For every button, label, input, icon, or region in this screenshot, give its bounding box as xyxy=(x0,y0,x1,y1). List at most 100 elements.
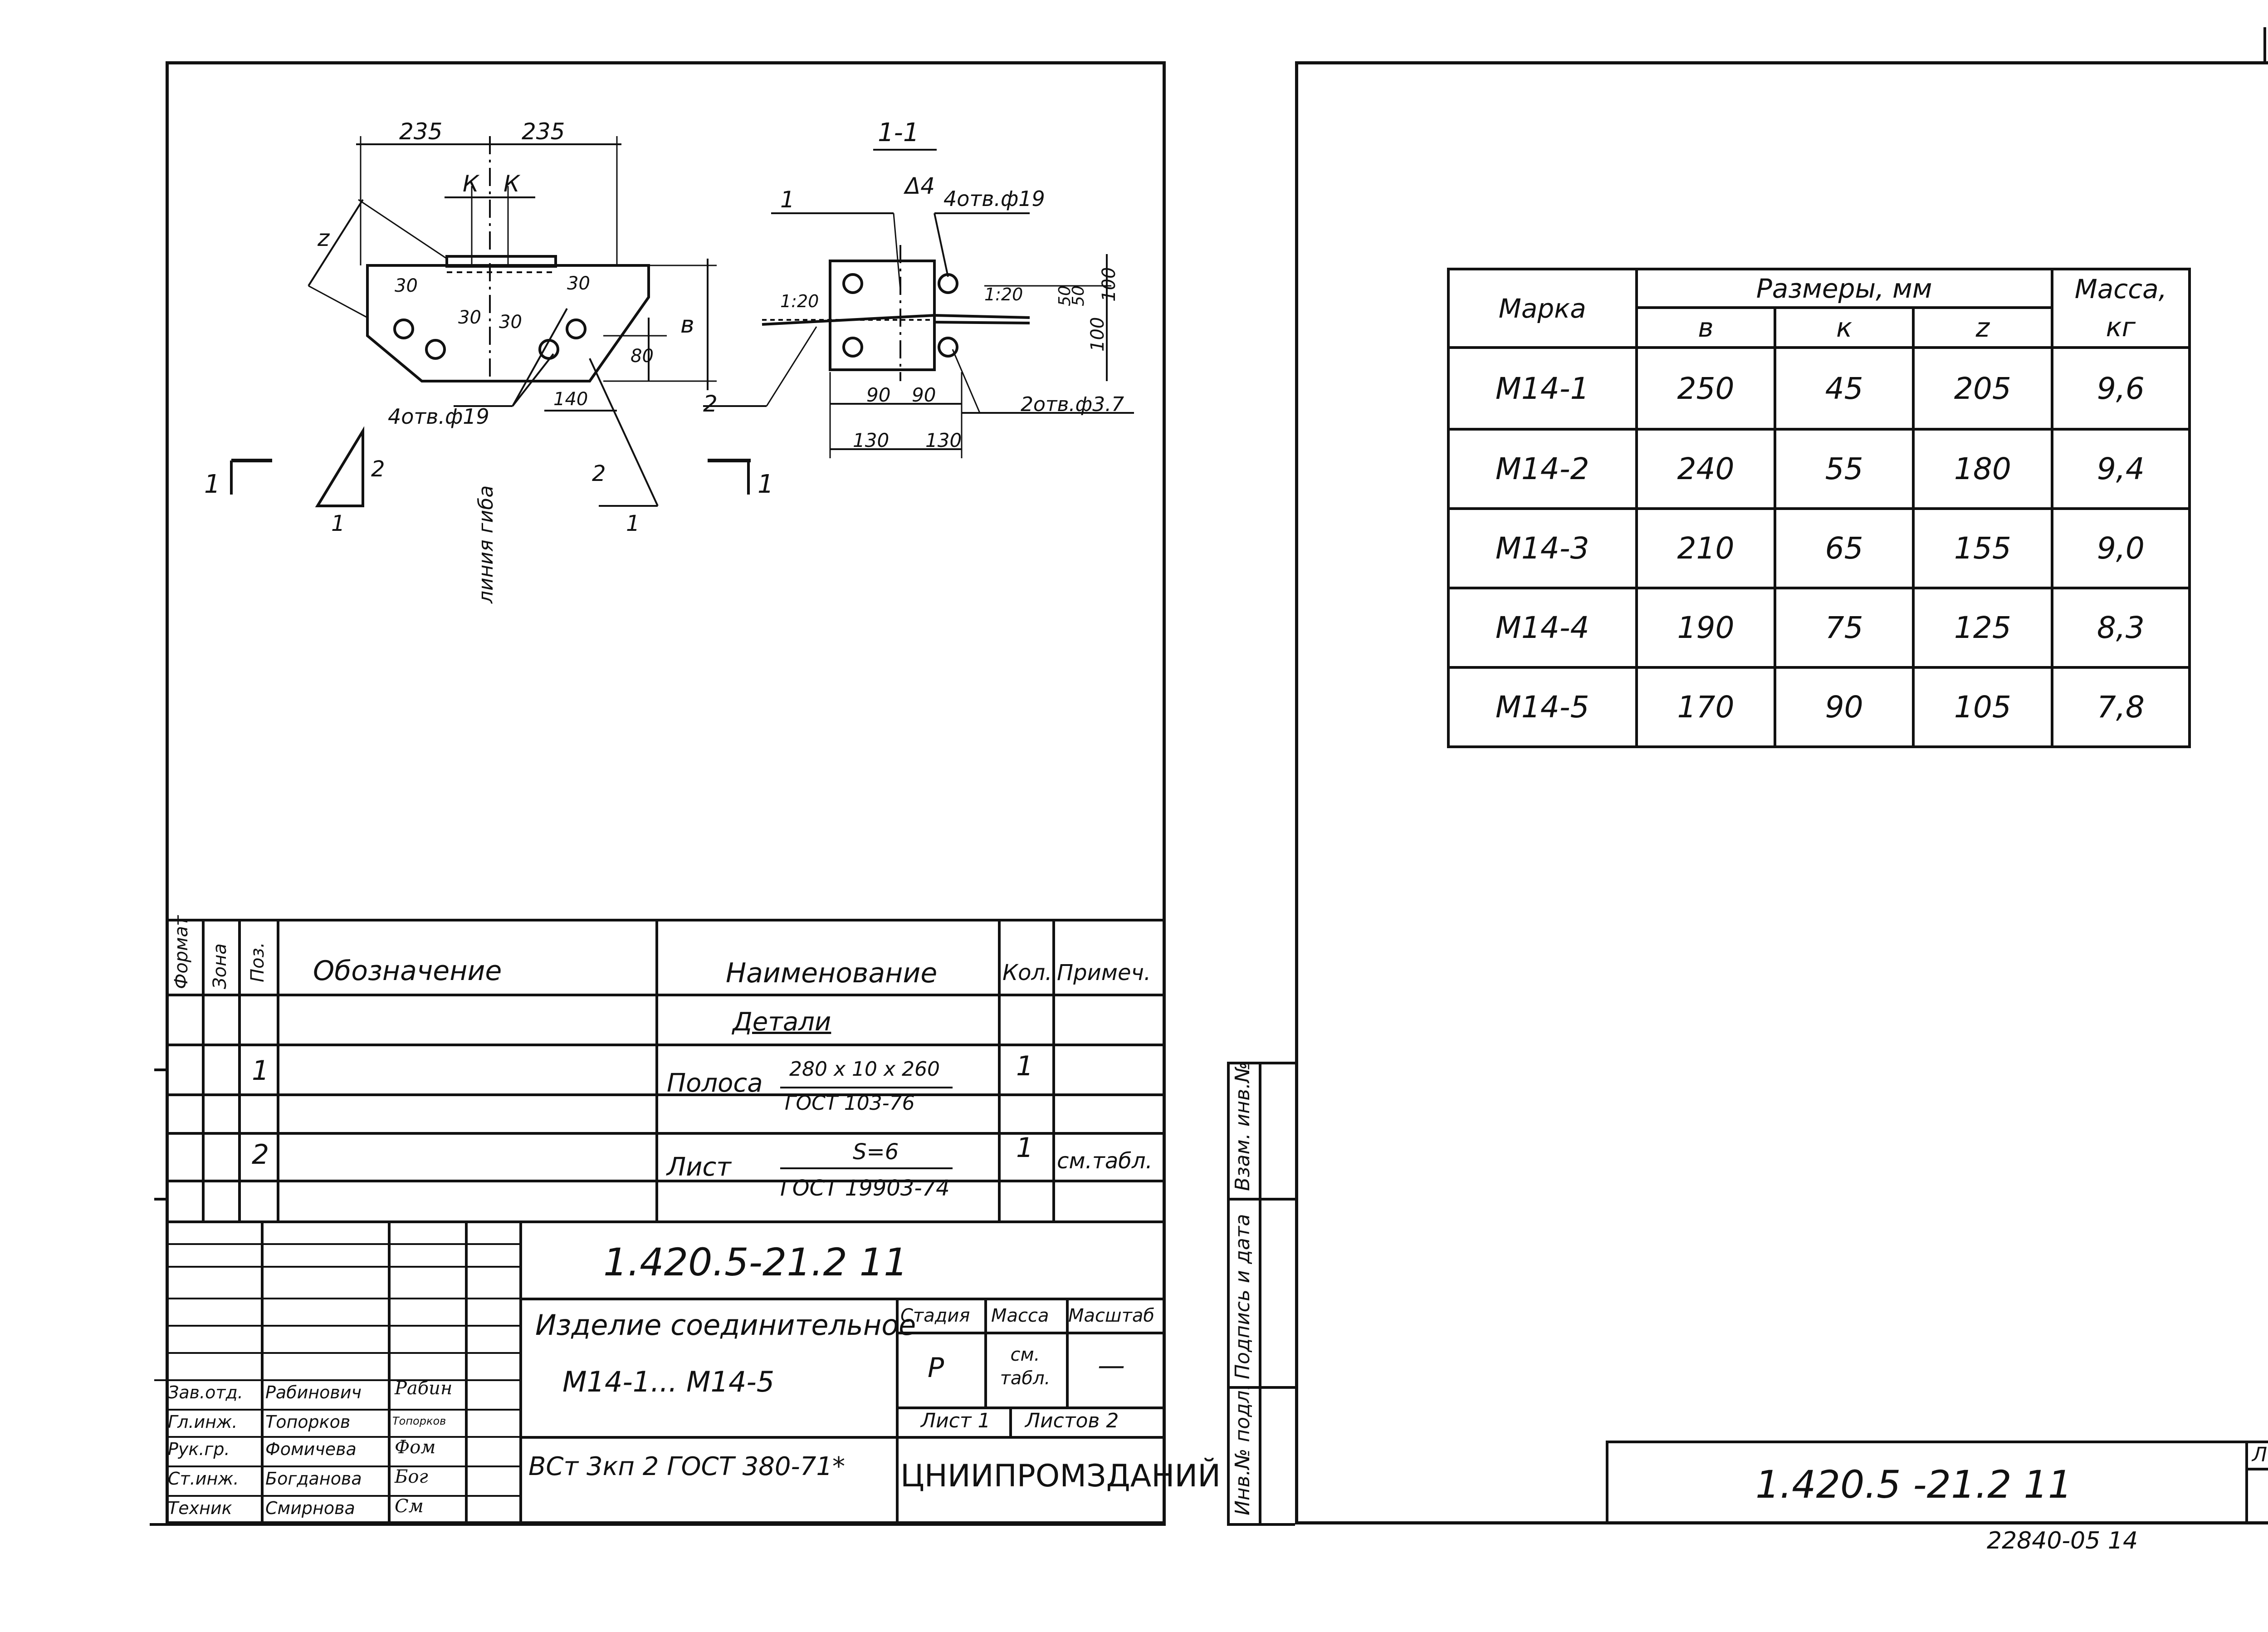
signer-3-sign: Фом xyxy=(395,1437,436,1458)
dim-235-left: 235 xyxy=(399,118,443,145)
dim-z: z xyxy=(318,225,330,251)
spec-row-2-note: см.табл. xyxy=(1057,1148,1153,1174)
holes-section-top: 4отв.ф19 xyxy=(943,186,1045,211)
sizes-table: Марка Размеры, мм Масса, в к z кг М14-1 … xyxy=(1447,268,2191,748)
cell-k: 75 xyxy=(1774,587,1915,669)
signer-5-sign: См xyxy=(395,1496,424,1517)
cell-b: 210 xyxy=(1635,507,1777,589)
dim-30b: 30 xyxy=(458,307,481,328)
cell-z: 105 xyxy=(1911,666,2053,748)
dim-k-left: К xyxy=(463,171,479,197)
cell-b: 240 xyxy=(1635,428,1777,510)
header-kg: кг xyxy=(2050,308,2191,349)
signer-2-name: Топорков xyxy=(265,1412,351,1432)
dim-30a: 30 xyxy=(395,275,418,296)
spec-row-1-bottom: ГОСТ 103-76 xyxy=(785,1092,915,1115)
pos-1-callout: 1 xyxy=(780,186,795,213)
holes-left-label: 4отв.ф19 xyxy=(388,404,489,429)
spec-row-2-top: S=6 xyxy=(853,1139,899,1165)
cell-mass: 9,6 xyxy=(2050,346,2191,431)
spec-group-label: Детали xyxy=(733,1007,831,1037)
dim-100b: 100 xyxy=(1087,317,1108,352)
dim-140: 140 xyxy=(553,389,588,410)
header-k: к xyxy=(1774,306,1915,349)
signer-2-sign: Топорков xyxy=(392,1415,446,1427)
title-organization: ЦНИИПРОМЗДАНИЙ xyxy=(900,1458,1221,1494)
bevel-a-2: 2 xyxy=(371,456,385,482)
section-mark-left: 1 xyxy=(204,470,220,499)
bevel-a-1: 1 xyxy=(331,511,345,536)
cell-z: 125 xyxy=(1911,587,2053,669)
signer-4-name: Богданова xyxy=(265,1469,362,1489)
spec-row-2-pos: 2 xyxy=(252,1139,269,1171)
holes-section-bottom: 2отв.ф3.7 xyxy=(1021,393,1124,416)
dim-130b: 130 xyxy=(925,429,962,451)
dim-30d: 30 xyxy=(567,273,590,294)
section-title: 1-1 xyxy=(878,118,919,147)
signer-5-role: Техник xyxy=(168,1498,232,1518)
cell-k: 90 xyxy=(1774,666,1915,748)
title-scale-value: — xyxy=(1098,1350,1125,1382)
slope-left: 1:20 xyxy=(780,291,819,311)
cell-marka: М14-2 xyxy=(1447,428,1638,510)
spec-header-format: Формат xyxy=(171,915,192,989)
archive-number: 22840-05 14 xyxy=(1987,1527,2138,1554)
cell-mass: 7,8 xyxy=(2050,666,2191,748)
cell-z: 205 xyxy=(1911,346,2053,431)
spec-header-zone: Зона xyxy=(210,943,230,989)
spec-header-pos: Поз. xyxy=(247,942,268,982)
side-label-sign: Подпись и дата xyxy=(1231,1214,1254,1379)
slope-right: 1:20 xyxy=(984,284,1023,304)
title-sheets: Листов 2 xyxy=(1025,1409,1119,1432)
cell-z: 180 xyxy=(1911,428,2053,510)
spec-row-2-bottom: ГОСТ 19903-74 xyxy=(780,1176,950,1201)
header-z: z xyxy=(1911,306,2053,349)
title-mass-value: см. табл. xyxy=(1000,1344,1051,1389)
header-marka: Марка xyxy=(1447,268,1638,349)
cell-mass: 9,0 xyxy=(2050,507,2191,589)
dim-30c: 30 xyxy=(499,312,522,333)
stamp-sheet-label: Лист xyxy=(2252,1443,2268,1466)
right-sheet-frame xyxy=(1295,61,2268,1524)
signer-3-role: Рук.гр. xyxy=(168,1439,230,1459)
spec-row-1-qty: 1 xyxy=(1016,1050,1034,1082)
spec-row-1-top: 280 х 10 х 260 xyxy=(789,1058,940,1081)
dim-k-right: К xyxy=(503,171,520,197)
cell-marka: М14-4 xyxy=(1447,587,1638,669)
side-label-inv: Инв.№ подл. xyxy=(1231,1384,1254,1515)
spec-row-2-name: Лист xyxy=(667,1152,731,1182)
spec-row-2-qty: 1 xyxy=(1016,1132,1034,1164)
header-b: в xyxy=(1635,306,1777,349)
spec-header-designation: Обозначение xyxy=(313,955,502,987)
dim-100a: 100 xyxy=(1099,267,1119,302)
title-range: М14-1... М14-5 xyxy=(562,1365,775,1398)
dim-90b: 90 xyxy=(912,384,936,406)
title-product: Изделие соединительное xyxy=(535,1309,916,1342)
section-mark-right: 1 xyxy=(758,470,774,499)
dim-90a: 90 xyxy=(866,384,891,406)
cell-marka: М14-1 xyxy=(1447,346,1638,431)
dim-b: в xyxy=(680,311,694,338)
cell-b: 250 xyxy=(1635,346,1777,431)
dim-130a: 130 xyxy=(853,429,890,451)
cell-b: 190 xyxy=(1635,587,1777,669)
strip-top xyxy=(445,255,557,268)
cell-b: 170 xyxy=(1635,666,1777,748)
bevel-b-2: 2 xyxy=(592,461,606,486)
side-label-replace: Взам. инв.№ xyxy=(1231,1062,1254,1191)
title-stage-value: Р xyxy=(928,1352,944,1384)
spec-row-1-pos: 1 xyxy=(252,1055,269,1087)
cell-marka: М14-3 xyxy=(1447,507,1638,589)
signer-4-sign: Бог xyxy=(395,1466,428,1487)
signer-4-role: Ст.инж. xyxy=(168,1469,239,1489)
title-doc-code: 1.420.5-21.2 11 xyxy=(603,1240,908,1284)
signer-3-name: Фомичева xyxy=(265,1439,357,1459)
bend-line-label: линия гиба xyxy=(474,485,498,603)
title-sheet: Лист 1 xyxy=(921,1409,991,1432)
left-sheet-frame xyxy=(166,61,1166,1524)
spec-top-line xyxy=(166,919,1166,921)
title-scale-label: Масштаб xyxy=(1068,1305,1155,1326)
weld-label: Δ4 xyxy=(905,173,935,199)
cell-mass: 8,3 xyxy=(2050,587,2191,669)
